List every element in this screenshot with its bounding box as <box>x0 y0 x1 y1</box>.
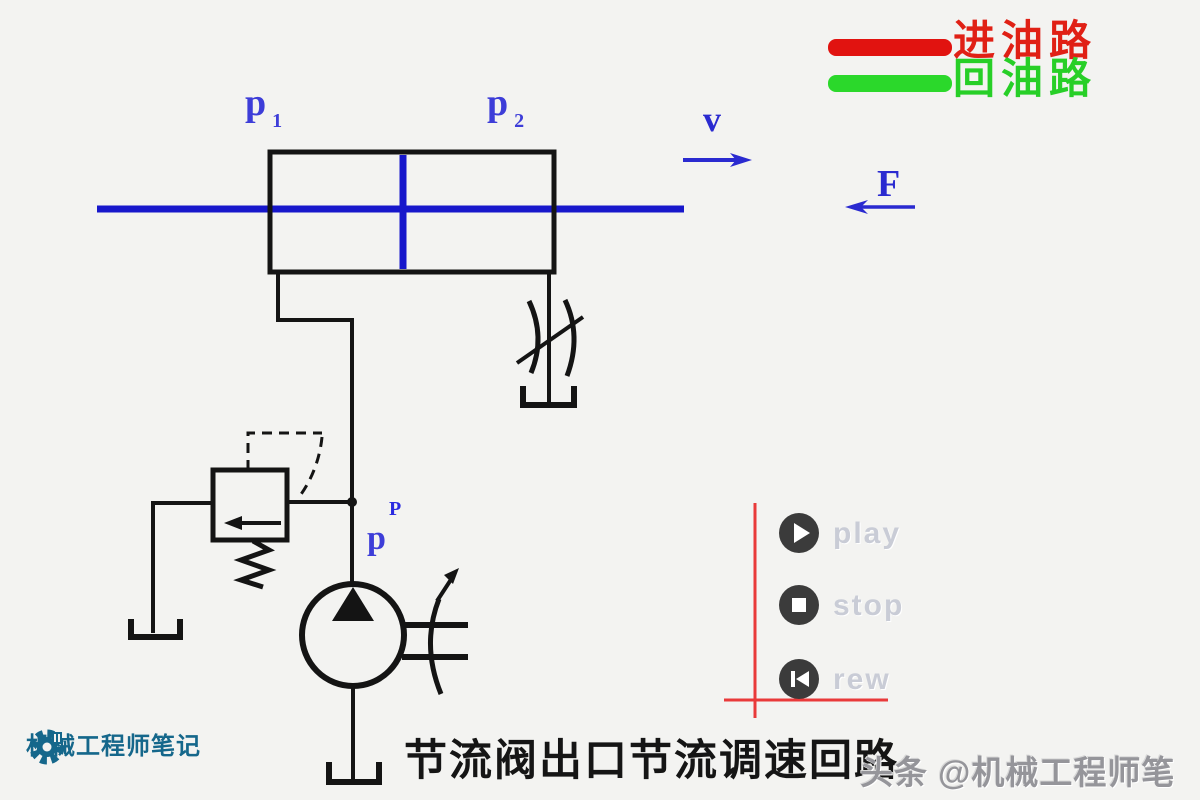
tank-symbol-left <box>128 619 183 640</box>
legend-swatch-return <box>828 75 952 92</box>
play-label[interactable]: play <box>833 517 902 550</box>
play-icon <box>794 523 810 543</box>
pump-flow-triangle <box>332 587 374 621</box>
force-arrow <box>845 200 915 214</box>
watermark-text: 头条 @机械工程师笔记 <box>860 754 1176 791</box>
throttle-valve <box>515 298 585 377</box>
legend-label-inlet: 进油路 <box>953 19 1098 65</box>
diagram-title: 节流阀出口节流调速回路 <box>404 738 899 785</box>
rew-label[interactable]: rew <box>833 663 891 696</box>
tank-symbol-right <box>520 386 577 408</box>
control-panel-axis <box>724 503 888 718</box>
pump-adjuster-symbol <box>402 568 468 695</box>
pump-port-label: P <box>389 498 402 520</box>
pump-pressure-label: p <box>367 520 386 557</box>
stop-button[interactable] <box>779 585 819 625</box>
stop-icon <box>792 598 806 612</box>
velocity-label: v <box>703 99 721 139</box>
legend-swatch-inlet <box>828 39 952 56</box>
rewind-icon <box>791 671 809 687</box>
rew-button[interactable] <box>779 659 819 699</box>
brand-logo: 机械工程师笔记 <box>26 726 201 765</box>
play-button[interactable] <box>779 513 819 553</box>
pilot-dashed-line-2 <box>297 436 324 498</box>
legend-label-return: 回油路 <box>953 57 1098 103</box>
tank-symbol-pump <box>326 762 382 785</box>
relief-valve-spring <box>233 538 277 590</box>
pilot-dashed-line <box>246 431 322 470</box>
relief-valve <box>151 431 352 633</box>
main-pressure-line <box>276 274 354 585</box>
force-label: F <box>877 163 901 205</box>
pump <box>299 581 407 780</box>
gear-icon <box>29 729 65 765</box>
stop-label[interactable]: stop <box>833 589 905 622</box>
cylinder-body <box>267 149 557 275</box>
velocity-arrow <box>683 153 752 167</box>
